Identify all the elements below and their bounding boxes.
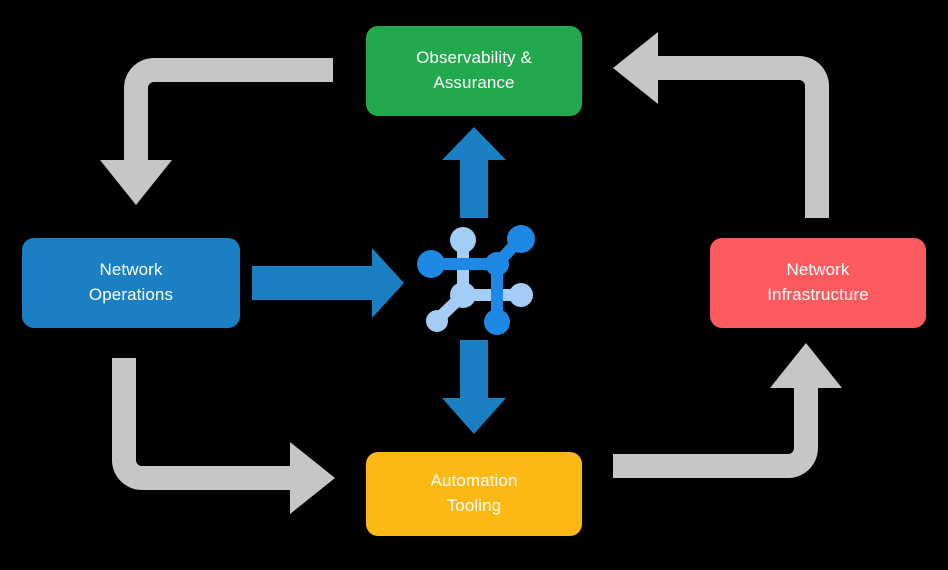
node-box-network-infrastructure[interactable]: Network Infrastructure [710,238,926,328]
node-box-observability[interactable]: Observability & Assurance [366,26,582,116]
gray-arrow-automation-to-infrastructure [613,343,842,478]
blue-arrow-operations-to-center [252,248,404,318]
network-icon-links [425,232,528,328]
node-label-observability: Observability & Assurance [416,48,532,92]
node-box-automation-tooling[interactable]: Automation Tooling [366,452,582,536]
node-box-network-operations[interactable]: Network Operations [22,238,240,328]
node-label-network-infrastructure: Network Infrastructure [767,260,869,304]
blue-arrow-center-to-observability [442,127,506,218]
network-icon-nodes [417,225,535,335]
gray-arrow-operations-to-automation [112,358,335,514]
gray-arrow-observability-to-operations [100,58,333,205]
node-label-automation-tooling: Automation Tooling [430,471,518,515]
gray-arrow-infrastructure-to-observability [613,32,829,218]
blue-arrow-center-to-automation [442,340,506,434]
node-label-network-operations: Network Operations [88,260,174,304]
